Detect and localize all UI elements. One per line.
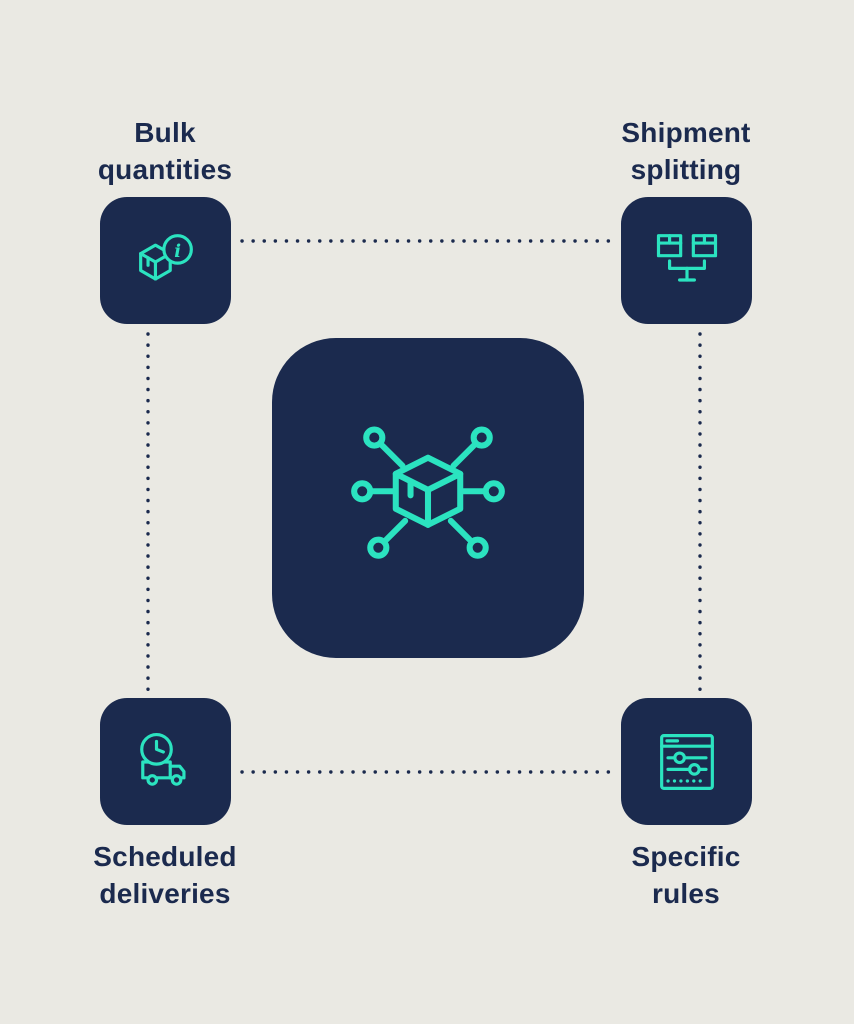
- tile-bulk-quantities: i: [100, 197, 231, 324]
- split-packages-icon: [649, 223, 725, 299]
- info-letter: i: [174, 240, 181, 261]
- label-line: rules: [652, 878, 720, 909]
- tile-center-hub: [272, 338, 584, 658]
- label-shipment-splitting: Shipment splitting: [566, 114, 806, 188]
- truck-clock-icon: [128, 724, 204, 800]
- label-specific-rules: Specific rules: [566, 838, 806, 912]
- label-scheduled-deliveries: Scheduled deliveries: [45, 838, 285, 912]
- label-bulk-quantities: Bulk quantities: [45, 114, 285, 188]
- tile-shipment-splitting: [621, 197, 752, 324]
- settings-sliders-icon: [649, 724, 725, 800]
- distribution-network-box-icon: [334, 404, 522, 592]
- label-line: quantities: [97, 154, 233, 185]
- label-line: Bulk: [134, 117, 196, 148]
- label-line: Scheduled: [93, 841, 237, 872]
- label-line: Shipment: [621, 117, 751, 148]
- tile-specific-rules: [621, 698, 752, 825]
- label-line: deliveries: [99, 878, 231, 909]
- tile-scheduled-deliveries: [100, 698, 231, 825]
- label-line: Specific: [631, 841, 741, 872]
- package-info-icon: i: [128, 223, 204, 299]
- label-line: splitting: [630, 154, 742, 185]
